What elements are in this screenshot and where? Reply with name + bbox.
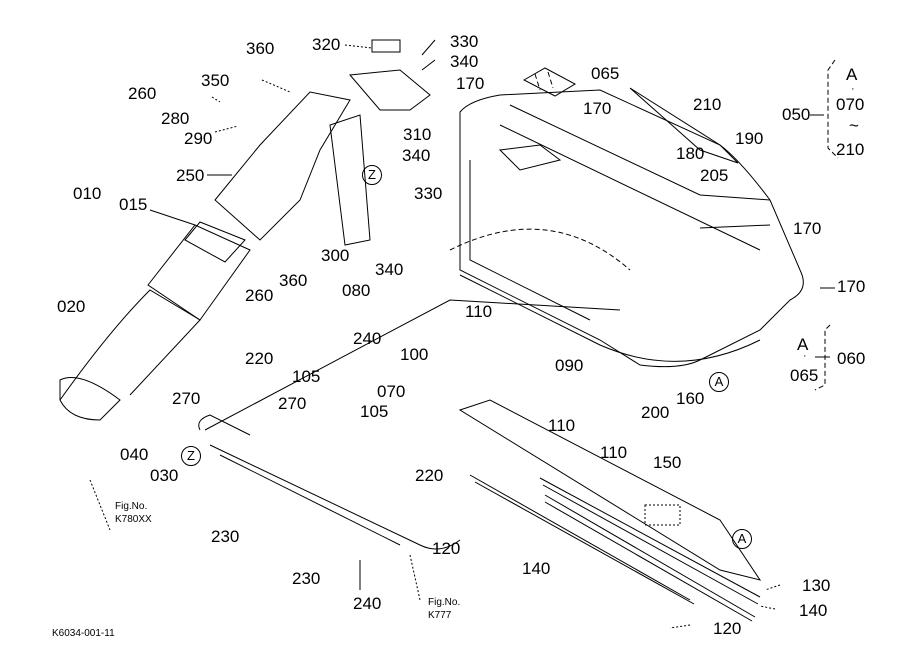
part-label: 230 <box>292 569 321 588</box>
part-label: 340 <box>450 52 479 71</box>
kit-050-from: 070 <box>836 95 865 114</box>
part-label: 350 <box>201 71 230 90</box>
part-065-shape <box>522 67 577 97</box>
chute-assembly <box>59 91 351 421</box>
part-label: 360 <box>246 39 275 58</box>
kit-050-dot: · <box>851 83 855 95</box>
part-label: 220 <box>415 466 444 485</box>
part-label: 065 <box>591 64 620 83</box>
part-label: 080 <box>342 281 371 300</box>
kit-060-label: 060 <box>837 349 866 368</box>
fig-ref-line1: Fig.No. <box>115 501 148 512</box>
part-label: 240 <box>353 594 382 613</box>
part-label: 140 <box>799 601 828 620</box>
base-frame <box>198 299 621 550</box>
leader-lines <box>89 39 835 629</box>
part-label: 320 <box>312 35 341 54</box>
part-label: 270 <box>278 394 307 413</box>
part-label: 230 <box>211 527 240 546</box>
bracket-assembly <box>329 39 431 246</box>
part-label: 290 <box>184 129 213 148</box>
kit-050-label: 050 <box>782 105 811 124</box>
part-label: 170 <box>837 277 866 296</box>
part-label: 190 <box>735 129 764 148</box>
part-label: 180 <box>676 144 705 163</box>
part-label: 130 <box>802 576 831 595</box>
part-label: 105 <box>292 367 321 386</box>
kit-060-item: 065 <box>790 366 819 385</box>
part-label: 100 <box>400 345 429 364</box>
kit-050-to: 210 <box>836 140 865 159</box>
part-label: 360 <box>279 271 308 290</box>
kit-050-ref: A <box>846 65 858 84</box>
ref-marker-z: Z <box>362 165 382 185</box>
part-label: 260 <box>245 286 274 305</box>
cover-outline <box>449 89 804 368</box>
kit-050-tilde: ~ <box>849 116 859 135</box>
part-label: 340 <box>402 146 431 165</box>
part-label: 105 <box>360 402 389 421</box>
part-label: 205 <box>700 166 729 185</box>
ref-marker-a: A <box>709 372 729 392</box>
part-label: 330 <box>450 32 479 51</box>
part-label: 090 <box>555 356 584 375</box>
part-label: 270 <box>172 389 201 408</box>
figure-code: K6034-001-11 <box>52 628 115 639</box>
part-label: 030 <box>150 466 179 485</box>
part-label: 250 <box>176 166 205 185</box>
part-label: 200 <box>641 403 670 422</box>
part-label: 300 <box>321 246 350 265</box>
part-label: 260 <box>128 84 157 103</box>
part-label: 015 <box>119 195 148 214</box>
part-label: 120 <box>713 619 742 638</box>
kit-060-ref: A <box>797 335 809 354</box>
part-label: 110 <box>465 302 493 321</box>
part-label: 160 <box>676 389 705 408</box>
part-label: 010 <box>73 184 102 203</box>
part-label: 070 <box>377 382 406 401</box>
part-label: 310 <box>403 125 432 144</box>
part-label: 210 <box>693 95 722 114</box>
kit-brackets <box>814 59 839 391</box>
fig-ref-line1: Fig.No. <box>428 597 461 608</box>
fig-ref-line2: K777 <box>428 610 452 621</box>
fig-ref-line2: K780XX <box>115 514 152 525</box>
part-label: 170 <box>793 219 822 238</box>
part-210-shape <box>629 87 739 164</box>
part-label: 140 <box>522 559 551 578</box>
side-plates <box>458 399 762 622</box>
part-label: 040 <box>120 445 149 464</box>
part-label: 120 <box>432 539 461 558</box>
ref-marker-z: Z <box>181 446 201 466</box>
part-label: 340 <box>375 260 404 279</box>
part-label: 280 <box>161 109 190 128</box>
part-label: 220 <box>245 349 274 368</box>
kit-060-dot: · <box>803 350 807 362</box>
part-label: 110 <box>600 443 628 462</box>
ref-marker-a: A <box>732 529 752 549</box>
part-label: 020 <box>57 297 86 316</box>
part-label: 110 <box>548 416 576 435</box>
part-label: 240 <box>353 329 382 348</box>
part-label: 170 <box>456 74 485 93</box>
part-label: 330 <box>414 184 443 203</box>
part-label: 150 <box>653 453 682 472</box>
part-label: 170 <box>583 99 612 118</box>
